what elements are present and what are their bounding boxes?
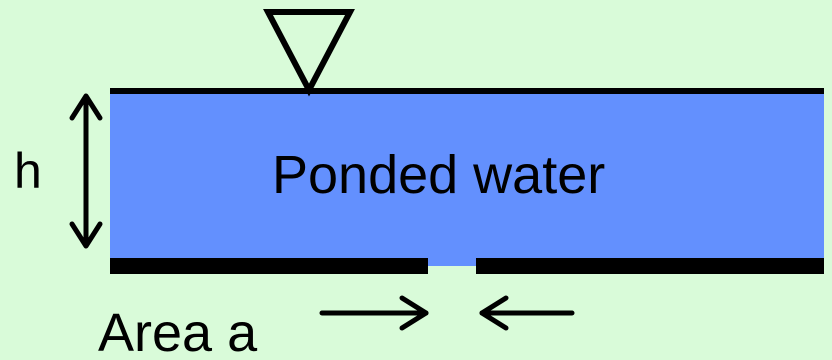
height-arrow-icon	[69, 93, 103, 249]
water-surface-line	[110, 88, 824, 94]
ponded-water-body	[110, 92, 824, 266]
area-label: Area a	[98, 303, 258, 360]
orifice-arrow-left-icon	[479, 295, 575, 331]
water-label: Ponded water	[272, 145, 606, 205]
orifice-arrow-right-icon	[319, 295, 429, 331]
bottom-wall-left	[110, 258, 428, 274]
height-label: h	[14, 143, 42, 199]
water-surface-triangle-icon	[263, 9, 355, 97]
bottom-wall-right	[476, 258, 824, 274]
